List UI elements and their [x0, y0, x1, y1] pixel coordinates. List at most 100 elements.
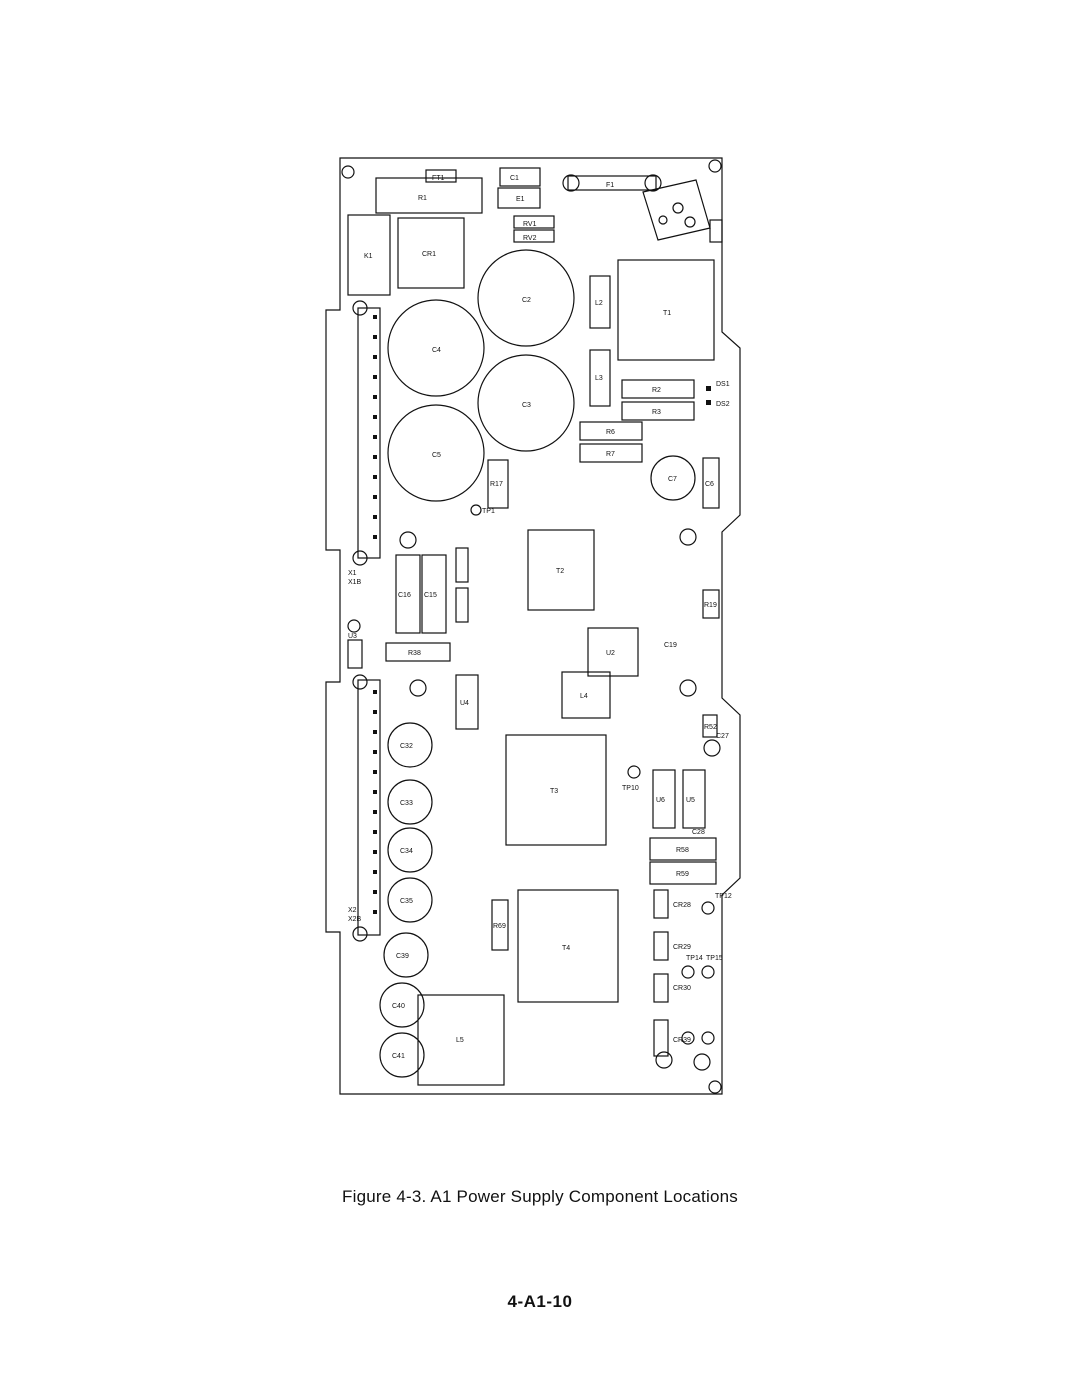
label-c16: C16	[398, 592, 411, 599]
label-c28: C28	[692, 829, 705, 836]
transformer-t3	[505, 734, 607, 846]
resistor-r58	[649, 837, 717, 861]
ic-u2	[587, 627, 639, 677]
label-r3: R3	[652, 409, 661, 416]
label-u6: U6	[656, 797, 665, 804]
fuse-f1	[567, 175, 657, 191]
resistor-r7	[579, 443, 643, 463]
transformer-t1	[617, 259, 715, 361]
resistor-r52	[702, 714, 718, 738]
fuseholder-ft1	[425, 169, 457, 183]
label-ds1: DS1	[716, 381, 730, 388]
capacitor-c34	[387, 827, 433, 873]
label-r69: R69	[493, 923, 506, 930]
resistor-r1	[375, 177, 483, 214]
label-r2: R2	[652, 387, 661, 394]
label-c2: C2	[522, 297, 531, 304]
label-l2: L2	[595, 300, 603, 307]
capacitor-c16	[395, 554, 421, 634]
power-connector	[642, 179, 711, 241]
label-cr1: CR1	[422, 251, 436, 258]
label-c19: C19	[664, 642, 677, 649]
capacitor-c27	[703, 739, 721, 757]
label-r1: R1	[418, 195, 427, 202]
label-rv1: RV1	[523, 221, 537, 228]
label-ft1: FT1	[432, 175, 445, 182]
label-f1: F1	[606, 182, 614, 189]
ic-u3	[347, 639, 363, 669]
transformer-t2	[527, 529, 595, 611]
ic-u6	[652, 769, 676, 829]
label-c35: C35	[400, 898, 413, 905]
capacitor-c4	[387, 299, 485, 397]
label-u2: U2	[606, 650, 615, 657]
label-c5: C5	[432, 452, 441, 459]
label-c39: C39	[396, 953, 409, 960]
label-rv2: RV2	[523, 235, 537, 242]
board-outline	[325, 157, 741, 1095]
label-x1b: X1B	[348, 579, 362, 586]
label-c3: C3	[522, 402, 531, 409]
pcb-component-location-diagram: FT1 C1 F1 R1 E1 RV1 RV2 K1 CR1 C2 C4 C3 …	[325, 157, 741, 1095]
label-c41: C41	[392, 1053, 405, 1060]
label-cr30: CR30	[673, 985, 691, 992]
label-c40: C40	[392, 1003, 405, 1010]
label-c15: C15	[424, 592, 437, 599]
page-number: 4-A1-10	[507, 1292, 573, 1311]
resistor-r69	[491, 899, 509, 951]
ic-u5	[682, 769, 706, 829]
transformer-t4	[517, 889, 619, 1003]
label-r59: R59	[676, 871, 689, 878]
capacitor-c33	[387, 779, 433, 825]
label-r58: R58	[676, 847, 689, 854]
capacitor-c35	[387, 877, 433, 923]
label-tp1: TP1	[482, 508, 495, 515]
label-t4: T4	[562, 945, 570, 952]
label-tp14: TP14	[686, 955, 703, 962]
inductor-l3	[589, 349, 611, 407]
resistor-r3	[621, 401, 695, 421]
label-x1: X1	[348, 570, 357, 577]
label-l4: L4	[580, 693, 588, 700]
label-t1: T1	[663, 310, 671, 317]
label-e1: E1	[516, 196, 525, 203]
label-c1: C1	[510, 175, 519, 182]
inductor-l2	[589, 275, 611, 329]
bridge-cr1	[397, 217, 465, 289]
label-u3: U3	[348, 633, 357, 640]
resistor-r6	[579, 421, 643, 441]
relay-k1	[347, 214, 391, 296]
capacitor-c40	[379, 982, 425, 1028]
capacitor-c2	[477, 249, 575, 347]
capacitor-c1	[499, 167, 541, 187]
capacitor-c3	[477, 354, 575, 452]
label-ds2: DS2	[716, 401, 730, 408]
label-c4: C4	[432, 347, 441, 354]
resistor-r38	[385, 642, 451, 662]
capacitor-c32	[387, 722, 433, 768]
label-k1: K1	[364, 253, 373, 260]
label-c34: C34	[400, 848, 413, 855]
label-tp10: TP10	[622, 785, 639, 792]
label-u5: U5	[686, 797, 695, 804]
resistor-r17	[487, 459, 509, 509]
label-r19: R19	[704, 602, 717, 609]
varistor-rv2	[513, 229, 555, 243]
resistor-r2	[621, 379, 695, 399]
label-c32: C32	[400, 743, 413, 750]
label-x2b: X2B	[348, 916, 362, 923]
label-r52: R52	[704, 724, 717, 731]
label-l3: L3	[595, 375, 603, 382]
capacitor-c41	[379, 1032, 425, 1078]
label-tp12: TP12	[715, 893, 732, 900]
label-r7: R7	[606, 451, 615, 458]
capacitor-c15	[421, 554, 447, 634]
connector-x2	[357, 679, 381, 936]
label-l5: L5	[456, 1037, 464, 1044]
capacitor-c39	[383, 932, 429, 978]
label-tp15: TP15	[706, 955, 723, 962]
test-point-tp1	[470, 504, 482, 516]
resistor-r59	[649, 861, 717, 885]
label-c6: C6	[705, 481, 714, 488]
figure-caption: Figure 4-3. A1 Power Supply Component Lo…	[342, 1187, 738, 1206]
